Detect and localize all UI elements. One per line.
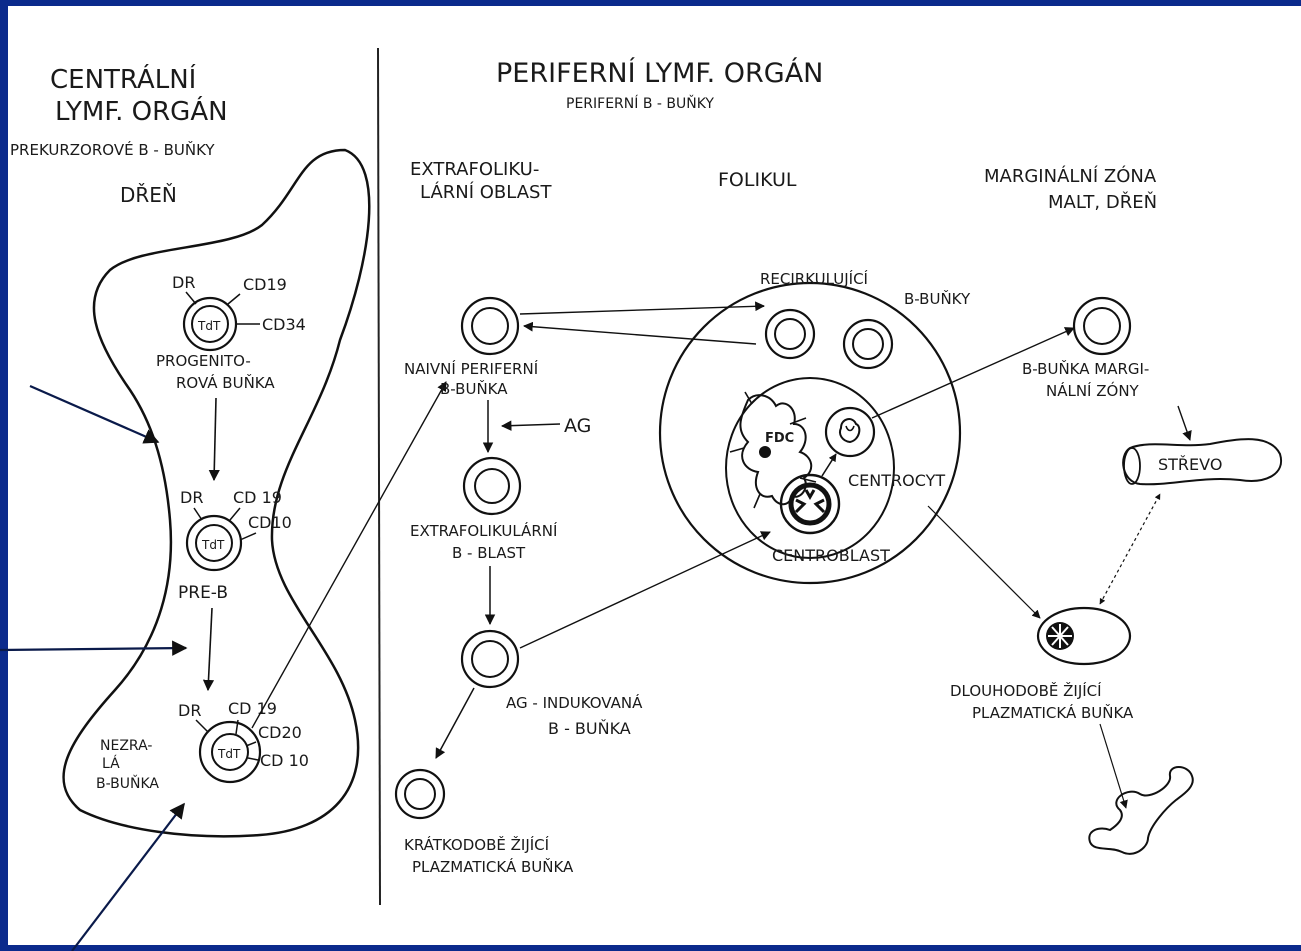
ag-induced-b-cell xyxy=(460,629,520,689)
longplasma-label-1: DLOUHODOBĚ ŽIJÍCÍ xyxy=(950,681,1102,700)
preb-marker-dr: DR xyxy=(180,488,203,507)
marginal-label-2: NÁLNÍ ZÓNY xyxy=(1046,381,1140,400)
gut-strevo: STŘEVO xyxy=(1122,438,1283,486)
immature-marker-cd20: CD20 xyxy=(258,723,302,742)
preb-inner-tdt: TdT xyxy=(201,538,225,552)
progenitor-marker-cd19: CD19 xyxy=(243,275,287,294)
central-subtitle: PREKURZOROVÉ B - BUŇKY xyxy=(10,140,215,159)
arrow-agcell-to-shortplasma xyxy=(435,687,475,759)
agcell-label-1: AG - INDUKOVANÁ xyxy=(506,693,643,712)
follicle-outer xyxy=(658,281,962,585)
preb-marker-cd19: CD 19 xyxy=(233,488,282,507)
arrow-centrocyte-to-marginal xyxy=(871,327,1075,419)
diagram-sheet xyxy=(8,6,1301,945)
central-title-1: CENTRÁLNÍ xyxy=(50,63,196,95)
germinal-center xyxy=(725,377,895,559)
column-marginal-1: MARGINÁLNÍ ZÓNA xyxy=(984,165,1157,187)
naive-label-1: NAIVNÍ PERIFERNÍ xyxy=(404,359,538,378)
column-folikul: FOLIKUL xyxy=(718,169,797,191)
recirculating-b-cell-1 xyxy=(764,308,816,360)
immature-b-cell: TdT DR CD 19 CD20 CD 10 NEZRA- LÁ B-BUŇK… xyxy=(96,699,309,792)
centroblast-label: CENTROBLAST xyxy=(772,546,890,565)
progenitor-inner-tdt: TdT xyxy=(197,319,221,333)
immature-label-1: NEZRA- xyxy=(100,738,152,754)
preb-marker-cd10: CD10 xyxy=(248,513,292,532)
arrow-centrocyte-to-longplasma xyxy=(927,505,1041,619)
progenitor-marker-dr: DR xyxy=(172,273,195,292)
column-extra-2: LÁRNÍ OBLAST xyxy=(420,181,552,203)
arrow-centroblast-to-centrocyte xyxy=(821,453,837,477)
pointer-arrow-middle xyxy=(0,640,188,656)
shortplasma-label-2: PLAZMATICKÁ BUŇKA xyxy=(412,857,574,876)
recirculating-b-cell-2 xyxy=(842,318,894,370)
immature-marker-cd19: CD 19 xyxy=(228,699,277,718)
strevo-label: STŘEVO xyxy=(1158,455,1222,474)
centrocyt-label: CENTROCYT xyxy=(848,471,945,490)
bone-icon xyxy=(1088,766,1194,855)
arrow-progenitor-to-preb xyxy=(208,397,220,482)
progenitor-marker-cd34: CD34 xyxy=(262,315,306,334)
immature-marker-cd10: CD 10 xyxy=(260,751,309,770)
progenitor-label-1: PROGENITO- xyxy=(156,352,251,370)
fdc-cell: FDC xyxy=(729,391,817,509)
column-extra-1: EXTRAFOLIKU- xyxy=(410,159,539,180)
arrow-longplasma-gut xyxy=(1099,493,1161,605)
shortplasma-label-1: KRÁTKODOBĚ ŽIJÍCÍ xyxy=(404,835,549,854)
bone-marrow-outline xyxy=(62,148,371,838)
immature-marker-dr: DR xyxy=(178,701,201,720)
pointer-arrow-lower xyxy=(71,802,185,951)
arrow-immature-to-naive xyxy=(251,381,447,729)
centroblast-cell xyxy=(779,473,841,535)
preb-label: PRE-B xyxy=(178,583,228,603)
arrow-naive-to-recirculating xyxy=(519,301,765,315)
peripheral-subtitle: PERIFERNÍ B - BUŇKY xyxy=(566,95,714,112)
longplasma-label-2: PLAZMATICKÁ BUŇKA xyxy=(972,703,1134,722)
immature-label-2: LÁ xyxy=(102,755,120,772)
central-title-2: LYMF. ORGÁN xyxy=(55,95,228,127)
section-divider xyxy=(377,47,381,906)
arrow-ag xyxy=(500,420,561,431)
short-lived-plasma-cell xyxy=(394,768,446,820)
recirculating-label-1: RECIRKULUJÍCÍ xyxy=(760,269,868,288)
progenitor-label-2: ROVÁ BUŇKA xyxy=(176,373,275,392)
naive-b-cell xyxy=(460,296,520,356)
arrow-recirculating-to-naive xyxy=(523,321,757,345)
ag-label: AG xyxy=(564,415,591,437)
centrocyte-cell xyxy=(824,406,876,458)
recirculating-label-2: B-BUŇKY xyxy=(904,289,971,308)
marginal-label-1: B-BUŇKA MARGI- xyxy=(1022,359,1149,378)
fdc-label: FDC xyxy=(765,431,794,446)
blast-label-1: EXTRAFOLIKULÁRNÍ xyxy=(410,521,557,540)
immature-inner-tdt: TdT xyxy=(217,747,241,761)
pointer-arrow-upper xyxy=(29,384,160,444)
immature-label-3: B-BUŇKA xyxy=(96,775,159,792)
arrow-agcell-to-centroblast xyxy=(519,531,771,649)
arrow-marginal-to-gut xyxy=(1177,405,1192,441)
naive-label-2: B-BUŇKA xyxy=(440,379,508,398)
progenitor-cell: TdT DR CD19 CD34 PROGENITO- ROVÁ BUŇKA xyxy=(156,273,306,392)
organ-label-dren: DŘEŇ xyxy=(120,183,177,207)
arrow-preb-to-immature xyxy=(202,607,215,692)
marginal-zone-b-cell xyxy=(1072,296,1132,356)
pre-b-cell: TdT DR CD 19 CD10 PRE-B xyxy=(178,488,292,603)
agcell-label-2: B - BUŇKA xyxy=(548,719,631,738)
column-marginal-2: MALT, DŘEŇ xyxy=(1048,191,1157,213)
blast-label-2: B - BLAST xyxy=(452,544,526,562)
extrafollicular-blast-cell xyxy=(462,456,522,516)
long-lived-plasma-cell xyxy=(1036,606,1132,666)
peripheral-title: PERIFERNÍ LYMF. ORGÁN xyxy=(496,57,823,89)
